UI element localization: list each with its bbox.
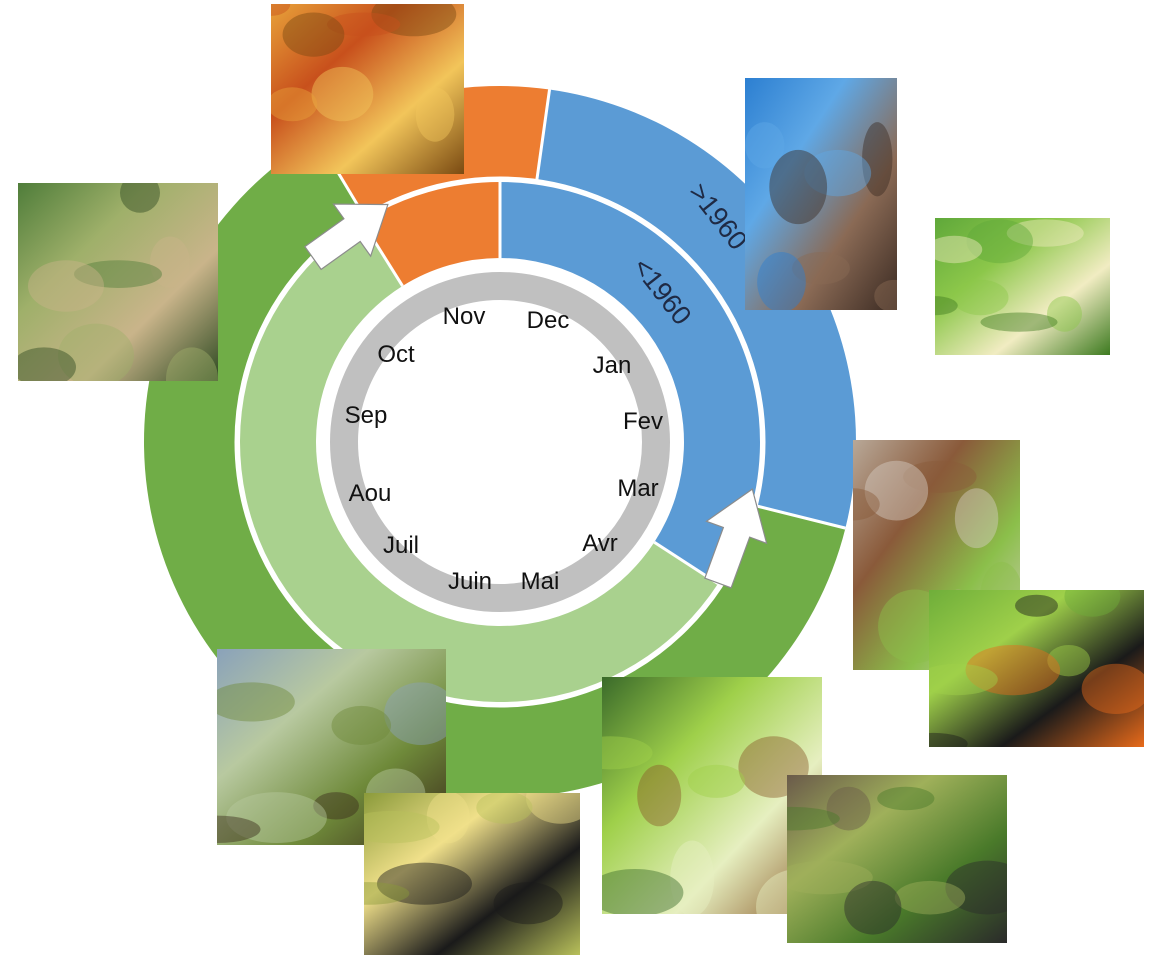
photo-beech-nut: [12, 173, 218, 411]
month-jan: Jan: [593, 352, 632, 379]
month-mai: Mai: [521, 568, 560, 595]
photo-butterfly-eggs: [912, 218, 1110, 355]
month-juil: Juil: [383, 532, 419, 559]
photo-caterpillar: [899, 576, 1151, 755]
month-avr: Avr: [582, 530, 618, 557]
month-sep: Sep: [345, 402, 388, 429]
month-aou: Aou: [349, 480, 392, 507]
month-fev: Fev: [623, 408, 663, 435]
photo-winter-bud: [745, 78, 914, 312]
month-oct: Oct: [377, 341, 415, 368]
month-dec: Dec: [527, 307, 570, 334]
photo-swallowtail: [327, 772, 595, 955]
month-juin: Juin: [448, 568, 492, 595]
month-nov: Nov: [443, 303, 486, 330]
photo-autumn-leaves: [252, 0, 464, 174]
month-mar: Mar: [617, 475, 658, 502]
